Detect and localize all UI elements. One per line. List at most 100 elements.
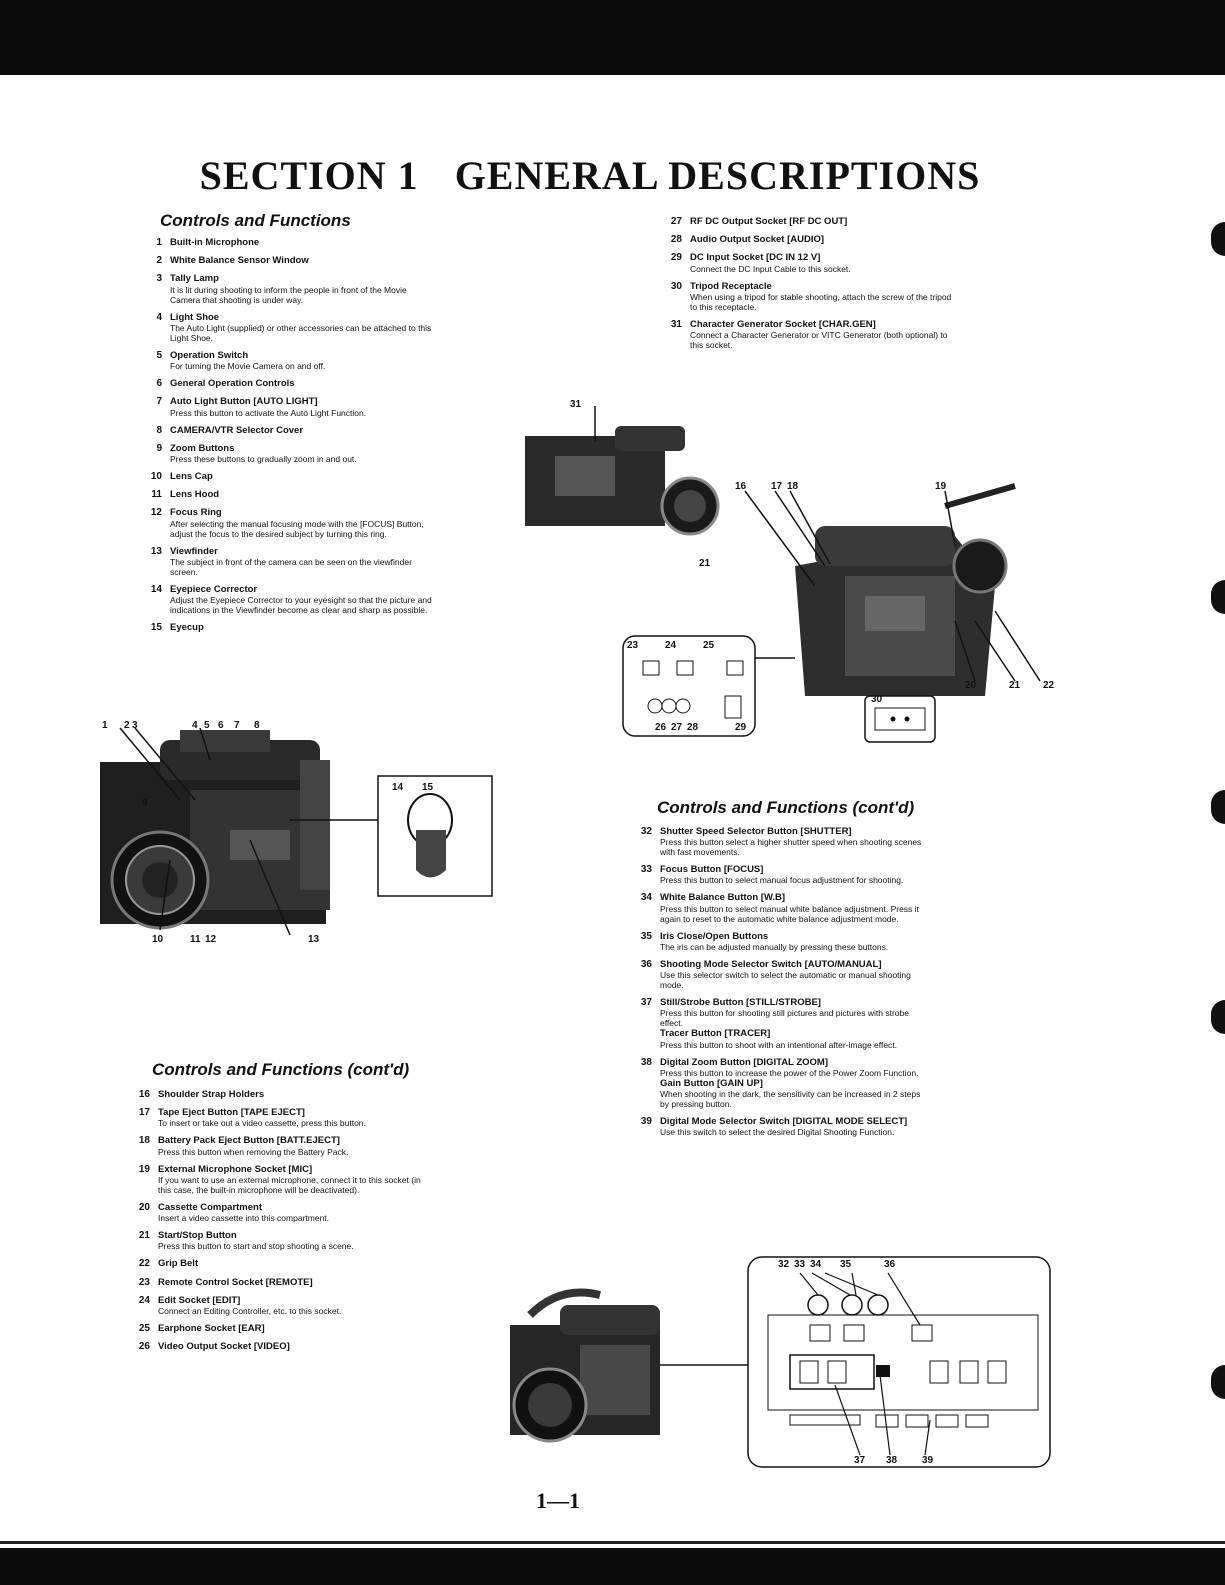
fig-a-label-12: 12 bbox=[205, 934, 217, 945]
fig-a-label-5: 5 bbox=[204, 720, 210, 731]
item-description: After selecting the manual focusing mode… bbox=[170, 518, 424, 539]
item-number: 35 bbox=[640, 930, 652, 942]
list-item: 1 Built-in Microphone bbox=[142, 237, 442, 248]
item-number: 15 bbox=[150, 622, 162, 634]
item-number: 1 bbox=[156, 237, 162, 248]
item-title: Tracer Button [TRACER] bbox=[660, 1028, 771, 1040]
fig-b-label-21a: 21 bbox=[699, 558, 711, 569]
item-description: For turning the Movie Camera on and off. bbox=[170, 361, 326, 372]
fig-c-label-37: 37 bbox=[854, 1455, 866, 1466]
item-number: 18 bbox=[138, 1135, 150, 1147]
fig-a-label-7: 7 bbox=[234, 720, 240, 731]
item-title: Shoulder Strap Holders bbox=[158, 1089, 265, 1100]
item-number: 29 bbox=[670, 252, 682, 264]
fig-a-label-14: 14 bbox=[392, 782, 404, 793]
item-title: Edit Socket [EDIT] bbox=[158, 1294, 241, 1306]
item-number: 22 bbox=[138, 1258, 150, 1270]
item-title: Built-in Microphone bbox=[170, 237, 260, 248]
top-black-band bbox=[0, 0, 1225, 75]
item-title: Eyecup bbox=[170, 622, 204, 634]
item-number: 8 bbox=[156, 424, 162, 436]
item-title: Character Generator Socket [CHAR.GEN] bbox=[690, 318, 876, 330]
item-number: 24 bbox=[138, 1294, 150, 1306]
item-number: 27 bbox=[670, 216, 682, 227]
fig-b-label-26: 26 bbox=[655, 722, 667, 733]
fig-a-label-13: 13 bbox=[308, 934, 320, 945]
fig-c-label-38: 38 bbox=[886, 1455, 898, 1466]
item-title: CAMERA/VTR Selector Cover bbox=[170, 424, 304, 436]
section-d-list: 32 Shutter Speed Selector Button [SHUTTER… bbox=[632, 826, 942, 1144]
fig-a-label-8: 8 bbox=[254, 720, 260, 731]
list-item: 8 CAMERA/VTR Selector Cover bbox=[142, 425, 442, 436]
item-number: 11 bbox=[151, 489, 162, 501]
item-title: Start/Stop Button bbox=[158, 1230, 237, 1242]
figure-camera-rear: 31 16 17 18 19 21 20 21 22 23 24 25 26 2… bbox=[515, 396, 1065, 746]
fig-a-label-11: 11 bbox=[190, 934, 201, 945]
item-number: 32 bbox=[640, 826, 652, 837]
item-title: Earphone Socket [EAR] bbox=[158, 1322, 265, 1334]
fig-b-label-20: 20 bbox=[965, 680, 977, 691]
item-number: 25 bbox=[138, 1322, 150, 1334]
item-title: Audio Output Socket [AUDIO] bbox=[690, 234, 825, 246]
item-description: The subject in front of the camera can b… bbox=[170, 556, 412, 577]
item-number: 39 bbox=[640, 1116, 652, 1128]
item-number: 13 bbox=[150, 545, 162, 557]
binder-tab-mark bbox=[1209, 1365, 1225, 1399]
fig-c-label-33: 33 bbox=[794, 1259, 806, 1270]
fig-b-label-30: 30 bbox=[871, 694, 883, 705]
fig-c-label-35: 35 bbox=[840, 1259, 852, 1270]
item-title: Tripod Receptacle bbox=[690, 280, 772, 292]
bottom-rule bbox=[0, 1541, 1225, 1544]
list-item: 25 Earphone Socket [EAR] bbox=[130, 1323, 430, 1334]
item-title: Lens Cap bbox=[170, 470, 213, 482]
item-title: Focus Ring bbox=[170, 507, 222, 519]
item-description: Press this button select a higher shutte… bbox=[660, 837, 922, 858]
item-number: 20 bbox=[138, 1201, 150, 1213]
item-description: Adjust the Eyepiece Corrector to your ey… bbox=[170, 595, 432, 616]
list-item: 28 Audio Output Socket [AUDIO] bbox=[662, 234, 962, 245]
item-number: 37 bbox=[640, 997, 652, 1009]
item-description: Press this button to select manual white… bbox=[660, 903, 919, 924]
figure-camera-front: 1 2 3 4 5 6 7 8 9 10 11 12 13 14 15 bbox=[100, 720, 500, 950]
item-description: Press this button for shooting still pic… bbox=[660, 1008, 909, 1029]
item-number: 34 bbox=[640, 892, 652, 904]
item-title: Zoom Buttons bbox=[170, 442, 235, 454]
item-title: Shutter Speed Selector Button [SHUTTER] bbox=[660, 826, 852, 837]
list-item: 37 Still/Strobe Button [STILL/STROBE]Pres… bbox=[632, 997, 942, 1049]
list-item: 15 Eyecup bbox=[142, 622, 442, 633]
item-title: Cassette Compartment bbox=[158, 1201, 262, 1213]
item-number: 19 bbox=[138, 1163, 150, 1175]
fig-c-label-36: 36 bbox=[884, 1259, 896, 1270]
item-title: Focus Button [FOCUS] bbox=[660, 864, 764, 876]
item-number: 12 bbox=[150, 507, 162, 519]
item-title: Tape Eject Button [TAPE EJECT] bbox=[158, 1107, 305, 1119]
item-title: Digital Mode Selector Switch [DIGITAL MO… bbox=[660, 1116, 908, 1128]
item-description: If you want to use an external microphon… bbox=[158, 1174, 421, 1195]
item-number: 28 bbox=[670, 234, 682, 246]
item-title: Digital Zoom Button [DIGITAL ZOOM] bbox=[660, 1056, 828, 1068]
fig-c-label-39: 39 bbox=[922, 1455, 934, 1466]
section-a-heading: Controls and Functions bbox=[160, 211, 351, 230]
fig-a-label-6: 6 bbox=[218, 720, 224, 731]
item-title: Still/Strobe Button [STILL/STROBE] bbox=[660, 997, 821, 1009]
fig-c-label-32: 32 bbox=[778, 1259, 790, 1270]
item-number: 33 bbox=[640, 864, 652, 876]
fig-a-label-10: 10 bbox=[152, 934, 164, 945]
fig-b-label-31: 31 bbox=[570, 399, 582, 410]
